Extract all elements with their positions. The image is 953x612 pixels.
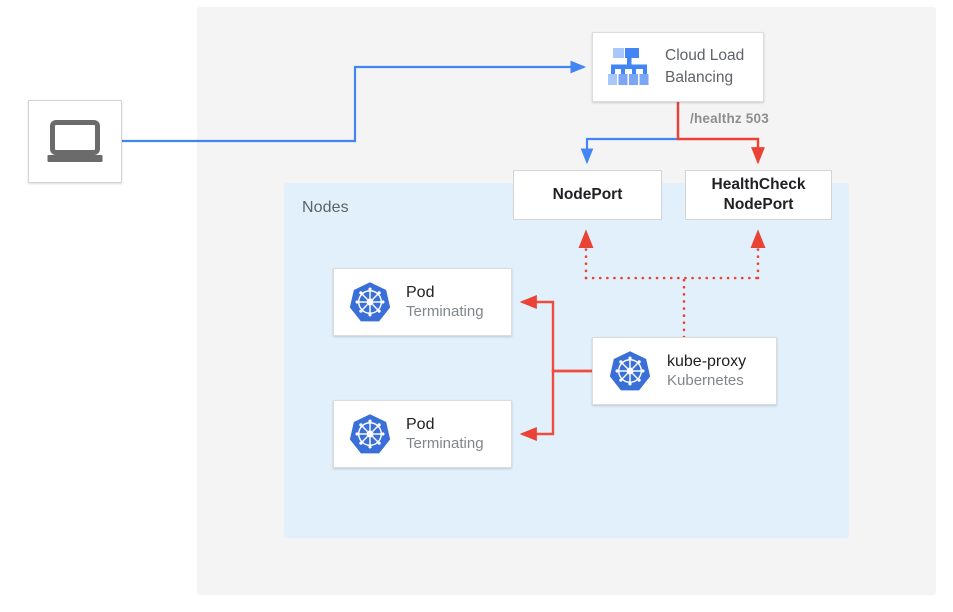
kubernetes-icon	[348, 412, 392, 456]
healthcheck-nodeport-label-line2: NodePort	[723, 196, 794, 213]
kube-proxy-title: kube-proxy	[667, 352, 747, 370]
pod-2-subtitle: Terminating	[406, 434, 484, 452]
kube-proxy-card: kube-proxy Kubernetes	[592, 337, 777, 405]
kubernetes-icon	[608, 349, 652, 393]
healthz-edge-label: /healthz 503	[690, 111, 769, 126]
pod-1-title: Pod	[406, 283, 435, 301]
cloud-load-balancing-icon	[606, 46, 652, 88]
nodes-panel-label: Nodes	[302, 199, 349, 216]
client-device-card	[28, 100, 122, 183]
kube-proxy-subtitle: Kubernetes	[667, 371, 744, 389]
nodeport-label: NodePort	[552, 185, 623, 203]
kubernetes-icon	[348, 280, 392, 324]
cloud-load-balancing-label: Cloud Load Balancing	[665, 45, 744, 89]
pod-2-text: Pod Terminating	[406, 415, 484, 454]
pod-card-2: Pod Terminating	[333, 400, 512, 468]
kube-proxy-text: kube-proxy Kubernetes	[667, 352, 746, 391]
cloud-load-balancing-label-line1: Cloud Load	[665, 47, 745, 64]
pod-1-text: Pod Terminating	[406, 283, 484, 322]
laptop-icon	[46, 119, 104, 164]
cloud-load-balancing-label-line2: Balancing	[665, 69, 734, 86]
healthcheck-nodeport-label: HealthCheck NodePort	[712, 175, 806, 215]
nodeport-card: NodePort	[513, 170, 662, 220]
pod-card-1: Pod Terminating	[333, 268, 512, 336]
pod-2-title: Pod	[406, 415, 435, 433]
healthcheck-nodeport-label-line1: HealthCheck	[711, 175, 806, 193]
cloud-load-balancing-card: Cloud Load Balancing	[592, 32, 764, 102]
pod-1-subtitle: Terminating	[406, 302, 484, 320]
healthcheck-nodeport-card: HealthCheck NodePort	[685, 170, 832, 220]
